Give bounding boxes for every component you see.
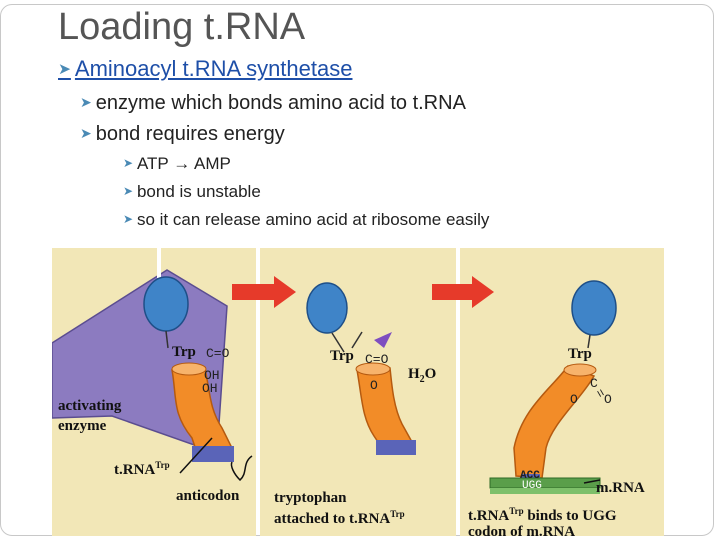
step-arrow-icon bbox=[432, 276, 494, 308]
released-molecule-icon bbox=[374, 332, 392, 348]
trna-label-base: t.RNA bbox=[114, 462, 155, 478]
bullet-bond-energy: ➤bond requires energy bbox=[80, 123, 285, 146]
bullet-arrow-icon: ➤ bbox=[123, 184, 133, 198]
amino-acid-ball-icon bbox=[307, 283, 347, 333]
anticodon-label: anticodon bbox=[176, 488, 239, 505]
panel2-caption-line1: tryptophan bbox=[274, 490, 347, 507]
bullet-text: Aminoacyl t.RNA synthetase bbox=[75, 56, 353, 81]
trna-body-2 bbox=[357, 368, 412, 448]
water-o: O bbox=[425, 366, 437, 382]
bullet-arrow-icon: ➤ bbox=[58, 61, 71, 78]
enzyme-label-line2: enzyme bbox=[58, 418, 106, 435]
bullet-bond-unstable: ➤ bond is unstable bbox=[123, 182, 261, 202]
bullet-enzyme: ➤enzyme which bonds amino acid to t.RNA bbox=[80, 92, 466, 115]
mrna-strand-top bbox=[490, 478, 600, 488]
trna-label-sup: Trp bbox=[155, 460, 169, 470]
trna-loading-figure: Trp C=O OH OH activating enzyme t.RNATrp… bbox=[52, 248, 664, 538]
carbonyl-label-1: C=O bbox=[206, 346, 229, 361]
atp-text: ATP bbox=[137, 154, 169, 173]
bullet-text: bond is unstable bbox=[137, 182, 261, 201]
hydroxyl-label-2: OH bbox=[202, 381, 218, 396]
panel3-caption-line2: codon of m.RNA bbox=[468, 524, 575, 541]
carbon-label-3: C bbox=[590, 376, 598, 391]
slide-title: Loading t.RNA bbox=[58, 6, 305, 49]
amino-acid-ball-icon bbox=[144, 277, 188, 331]
oxygen-side-label-3: O bbox=[604, 392, 612, 407]
bullet-release: ➤ so it can release amino acid at ribosom… bbox=[123, 210, 489, 230]
amino-acid-ball-icon bbox=[572, 281, 616, 335]
caption-base: attached to t.RNA bbox=[274, 511, 390, 527]
bullet-arrow-icon: ➤ bbox=[80, 94, 92, 110]
water-label: H2O bbox=[408, 366, 436, 385]
codon-label: UGG bbox=[522, 480, 542, 492]
caption-sup: Trp bbox=[509, 506, 523, 516]
oxygen-bottom-label-3: O bbox=[570, 392, 578, 407]
trp-label-3: Trp bbox=[568, 346, 592, 363]
bullet-arrow-icon: ➤ bbox=[80, 125, 92, 141]
trna-trp-label: t.RNATrp bbox=[114, 460, 170, 479]
bullet-text: so it can release amino acid at ribosome… bbox=[137, 210, 489, 229]
panel2-caption-line2: attached to t.RNATrp bbox=[274, 509, 405, 528]
panel3-caption-line1: t.RNATrp binds to UGG bbox=[468, 506, 617, 525]
mrna-label: m.RNA bbox=[596, 480, 645, 497]
bullet-arrow-icon: ➤ bbox=[123, 156, 133, 170]
carbonyl-label-2: C=O bbox=[365, 352, 388, 367]
trp-label-2: Trp bbox=[330, 348, 354, 365]
caption-rest: binds to UGG bbox=[524, 508, 617, 524]
trna-body-3 bbox=[514, 366, 594, 478]
mrna-strand-bottom bbox=[490, 488, 600, 494]
bullet-text: enzyme which bonds amino acid to t.RNA bbox=[96, 92, 466, 114]
right-arrow-icon: → bbox=[173, 154, 190, 173]
bullet-arrow-icon: ➤ bbox=[123, 212, 133, 226]
oxygen-label-2: O bbox=[370, 378, 378, 393]
trna-top-3 bbox=[564, 364, 596, 376]
caption-base: t.RNA bbox=[468, 508, 509, 524]
trna-top-1 bbox=[172, 363, 206, 375]
bond-line bbox=[352, 332, 362, 348]
trp-label-1: Trp bbox=[172, 344, 196, 361]
amp-text: AMP bbox=[194, 154, 231, 173]
bullet-text: bond requires energy bbox=[96, 123, 285, 145]
caption-sup: Trp bbox=[390, 509, 404, 519]
water-h: H bbox=[408, 366, 420, 382]
step-arrow-icon bbox=[232, 276, 296, 308]
anticodon-block-2 bbox=[376, 440, 416, 455]
trp-stick-icon bbox=[157, 248, 161, 278]
enzyme-label-line1: activating bbox=[58, 398, 121, 415]
bullet-aminoacyl-synthetase: ➤Aminoacyl t.RNA synthetase bbox=[58, 56, 352, 82]
anticodon-pointer-icon bbox=[231, 456, 252, 480]
bullet-atp-amp: ➤ ATP → AMP bbox=[123, 154, 231, 174]
